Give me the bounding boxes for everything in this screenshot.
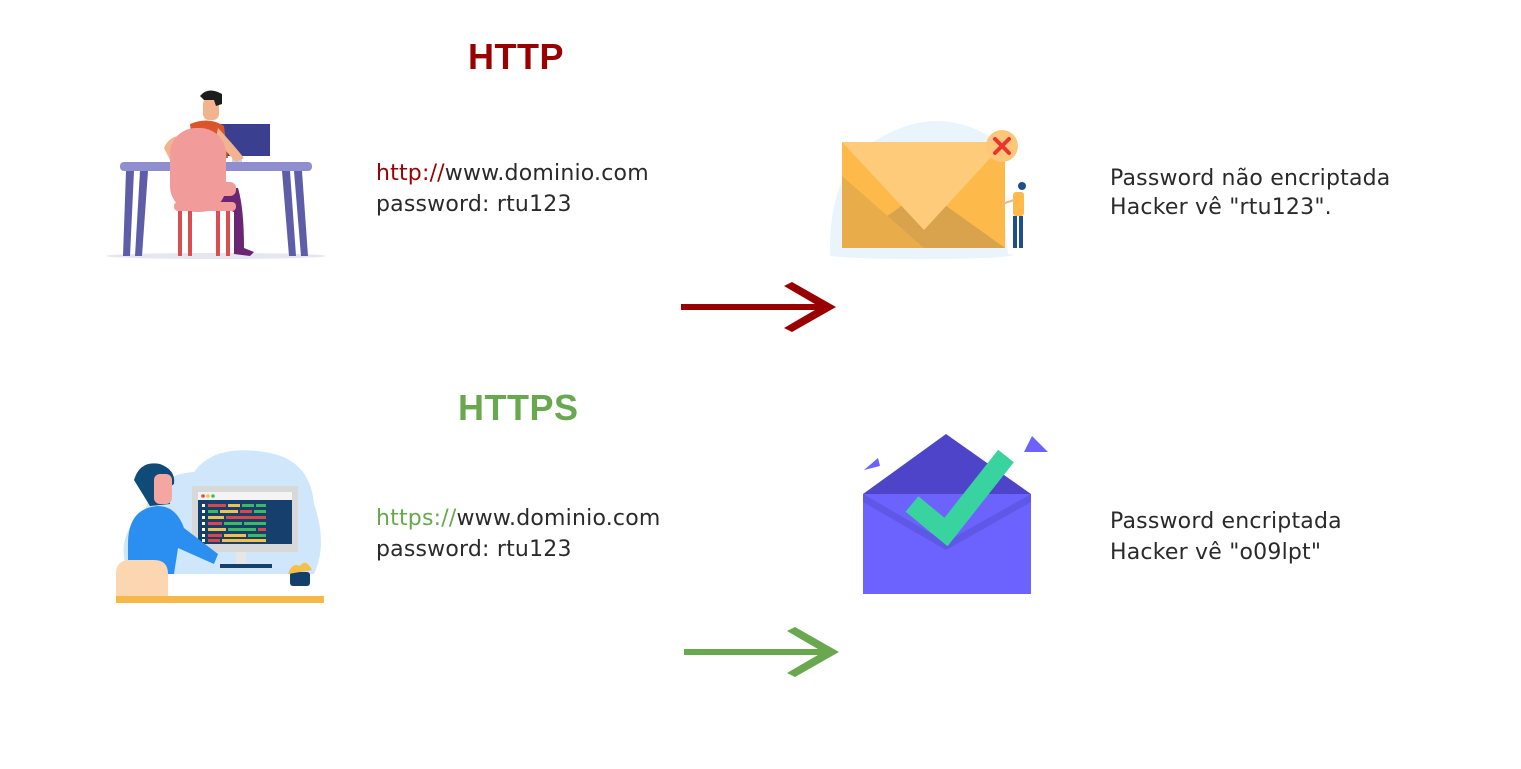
http-result-line2: Hacker vê "rtu123". (1110, 195, 1332, 220)
envelope-with-checkmark-icon (860, 432, 1052, 598)
https-arrow-right-icon (683, 627, 841, 677)
https-result-line1: Password encriptada (1110, 509, 1342, 534)
http-password: password: rtu123 (376, 192, 572, 217)
http-url-scheme: http:// (376, 161, 445, 186)
http-url: http://www.dominio.com (376, 158, 649, 189)
person-at-desk-laptop-icon (104, 88, 329, 263)
open-envelope-with-x-icon (826, 116, 1031, 261)
http-result-line1: Password não encriptada (1110, 166, 1391, 191)
http-request-text: http://www.dominio.com password: rtu123 (376, 158, 649, 220)
http-title: HTTP (468, 36, 564, 77)
https-request-text: https://www.dominio.com password: rtu123 (376, 503, 661, 565)
https-result-line2: Hacker vê "o09lpt" (1110, 540, 1322, 565)
https-title: HTTPS (458, 387, 579, 428)
https-url-domain: www.dominio.com (456, 506, 661, 531)
http-arrow-right-icon (680, 282, 838, 332)
https-result-text: Password encriptada Hacker vê "o09lpt" (1110, 506, 1342, 568)
https-url: https://www.dominio.com (376, 503, 661, 534)
person-at-computer-code-icon (114, 444, 326, 606)
https-password: password: rtu123 (376, 537, 572, 562)
https-url-scheme: https:// (376, 506, 457, 531)
http-result-text: Password não encriptada Hacker vê "rtu12… (1110, 164, 1390, 222)
http-url-domain: www.dominio.com (444, 161, 649, 186)
